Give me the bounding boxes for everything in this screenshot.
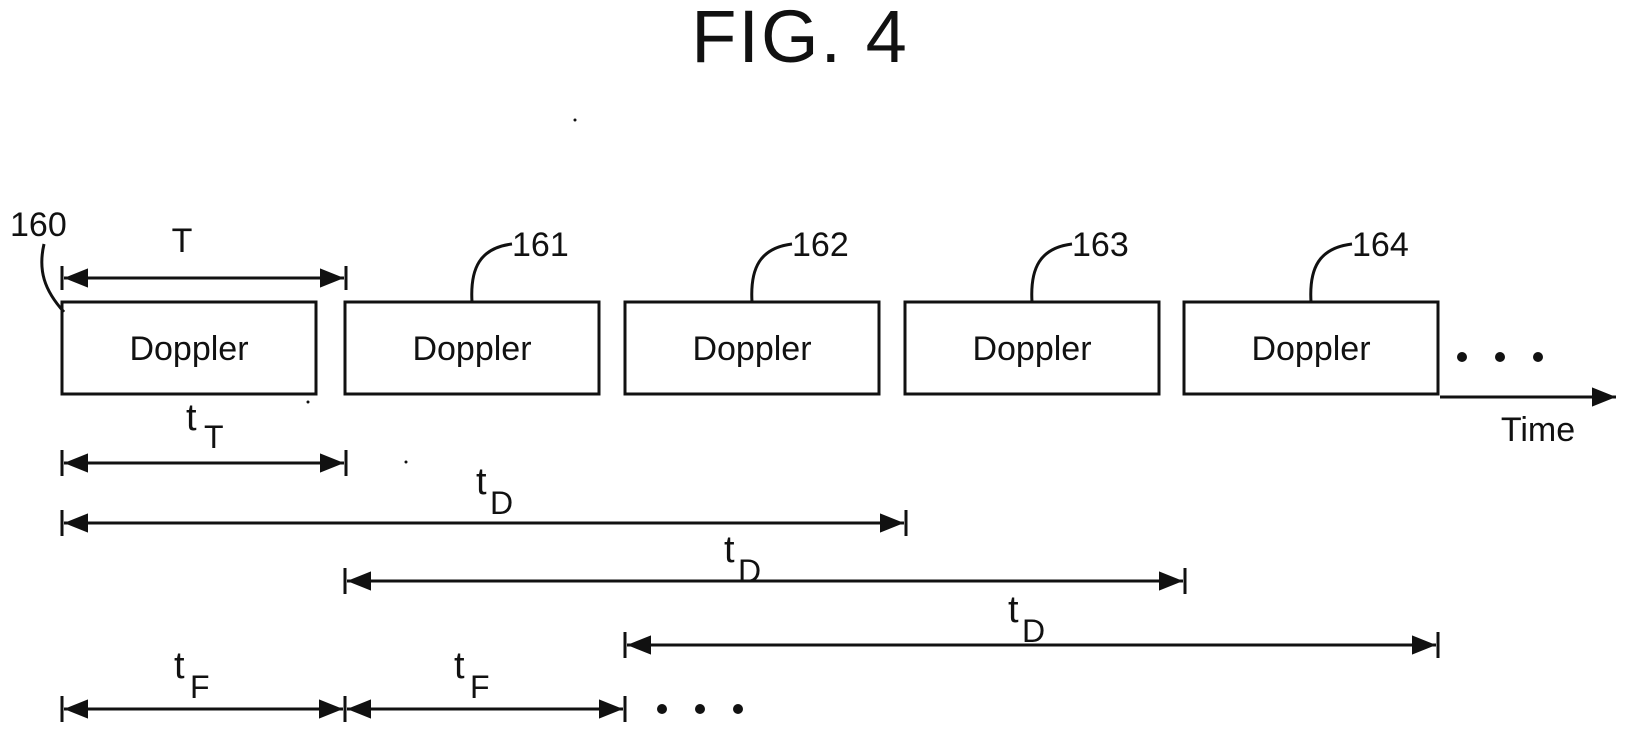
ref-numeral-160: 160 [10,206,67,244]
dimension-subscript-tT: T [204,419,224,455]
dimension-label-tD: t [476,461,487,503]
leader-line-161 [472,244,512,302]
dimension-tD-3: t D [625,589,1438,658]
dimension-subscript-tF: F [470,669,490,705]
dimension-label-tD: t [1008,589,1019,631]
scan-speck [405,461,408,464]
period-label: T [172,222,193,260]
time-axis-label: Time [1501,411,1575,449]
dimension-label-tT: t [186,397,197,439]
dimension-tF-2: t F [347,645,625,722]
doppler-block-164: Doppler [1184,302,1438,394]
ref-numeral-161: 161 [512,226,569,264]
ref-numeral-164: 164 [1352,226,1409,264]
ref-numeral-162: 162 [792,226,849,264]
dimension-tF-1: t F [62,645,345,722]
dimension-subscript-tD: D [490,485,513,521]
leader-line-163 [1032,244,1072,302]
doppler-block-label: Doppler [692,330,811,368]
figure-title: FIG. 4 [691,0,909,78]
doppler-block-162: Doppler [625,302,879,394]
dimension-label-tF: t [174,645,185,687]
doppler-block-163: Doppler [905,302,1159,394]
doppler-block-161: Doppler [345,302,599,394]
leader-line-162 [752,244,792,302]
scan-speck [307,401,310,404]
blocks-ellipsis [1457,352,1543,362]
ref-numeral-163: 163 [1072,226,1129,264]
doppler-block-label: Doppler [972,330,1091,368]
dimension-tD-1: t D [62,461,906,536]
doppler-block-label: Doppler [129,330,248,368]
dimension-tF-ellipsis [657,704,743,714]
scan-speck [574,119,577,122]
doppler-block-160: Doppler [62,302,316,394]
dimension-subscript-tF: F [190,669,210,705]
leader-line-164 [1311,244,1352,302]
dimension-tD-2: t D [345,529,1185,594]
dimension-label-tD: t [724,529,735,571]
doppler-block-label: Doppler [1251,330,1370,368]
dimension-tT: t T [62,397,346,476]
dimension-label-tF: t [454,645,465,687]
dimension-subscript-tD: D [738,553,761,589]
period-dimension-line [62,266,346,290]
doppler-block-label: Doppler [412,330,531,368]
